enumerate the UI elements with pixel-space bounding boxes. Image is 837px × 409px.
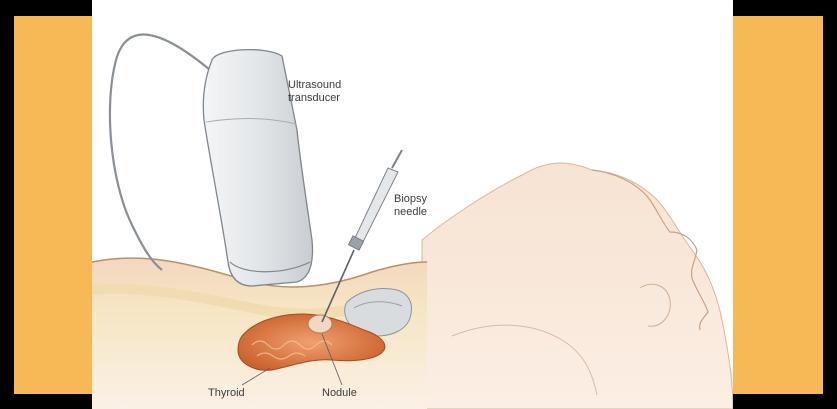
needle-plunger (392, 150, 402, 168)
needle-syringe (354, 168, 398, 244)
transducer-label: Ultrasound transducer (288, 79, 358, 105)
right-side-panel (733, 16, 823, 394)
thyroid-label: Thyroid (208, 387, 245, 400)
left-side-panel (14, 16, 92, 394)
transducer-cable (110, 35, 210, 270)
nodule-label: Nodule (322, 387, 357, 400)
needle-label: Biopsy needle (394, 193, 444, 219)
nodule-shape (308, 315, 332, 333)
head-shape (422, 163, 733, 409)
illustration-panel: Ultrasound transducer Biopsy needle Thyr… (92, 0, 733, 409)
